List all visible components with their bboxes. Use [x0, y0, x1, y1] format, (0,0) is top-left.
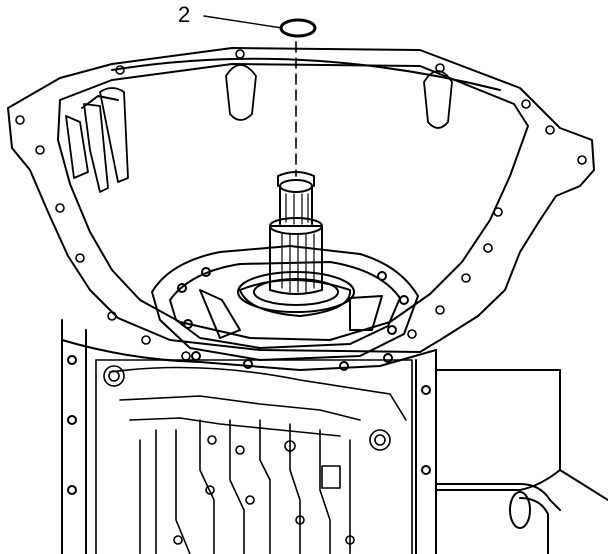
extension-housing	[436, 370, 608, 554]
oil-pump-assembly	[152, 246, 418, 360]
input-shaft	[270, 172, 322, 294]
transmission-case	[62, 320, 436, 554]
snap-ring	[281, 20, 315, 36]
flange-bolt-holes	[16, 50, 586, 360]
valve-body	[96, 360, 412, 554]
alignment-dowels	[66, 65, 452, 192]
bell-housing	[8, 48, 594, 360]
callout-leader-2	[204, 16, 282, 28]
callout-label-2: 2	[178, 2, 191, 27]
